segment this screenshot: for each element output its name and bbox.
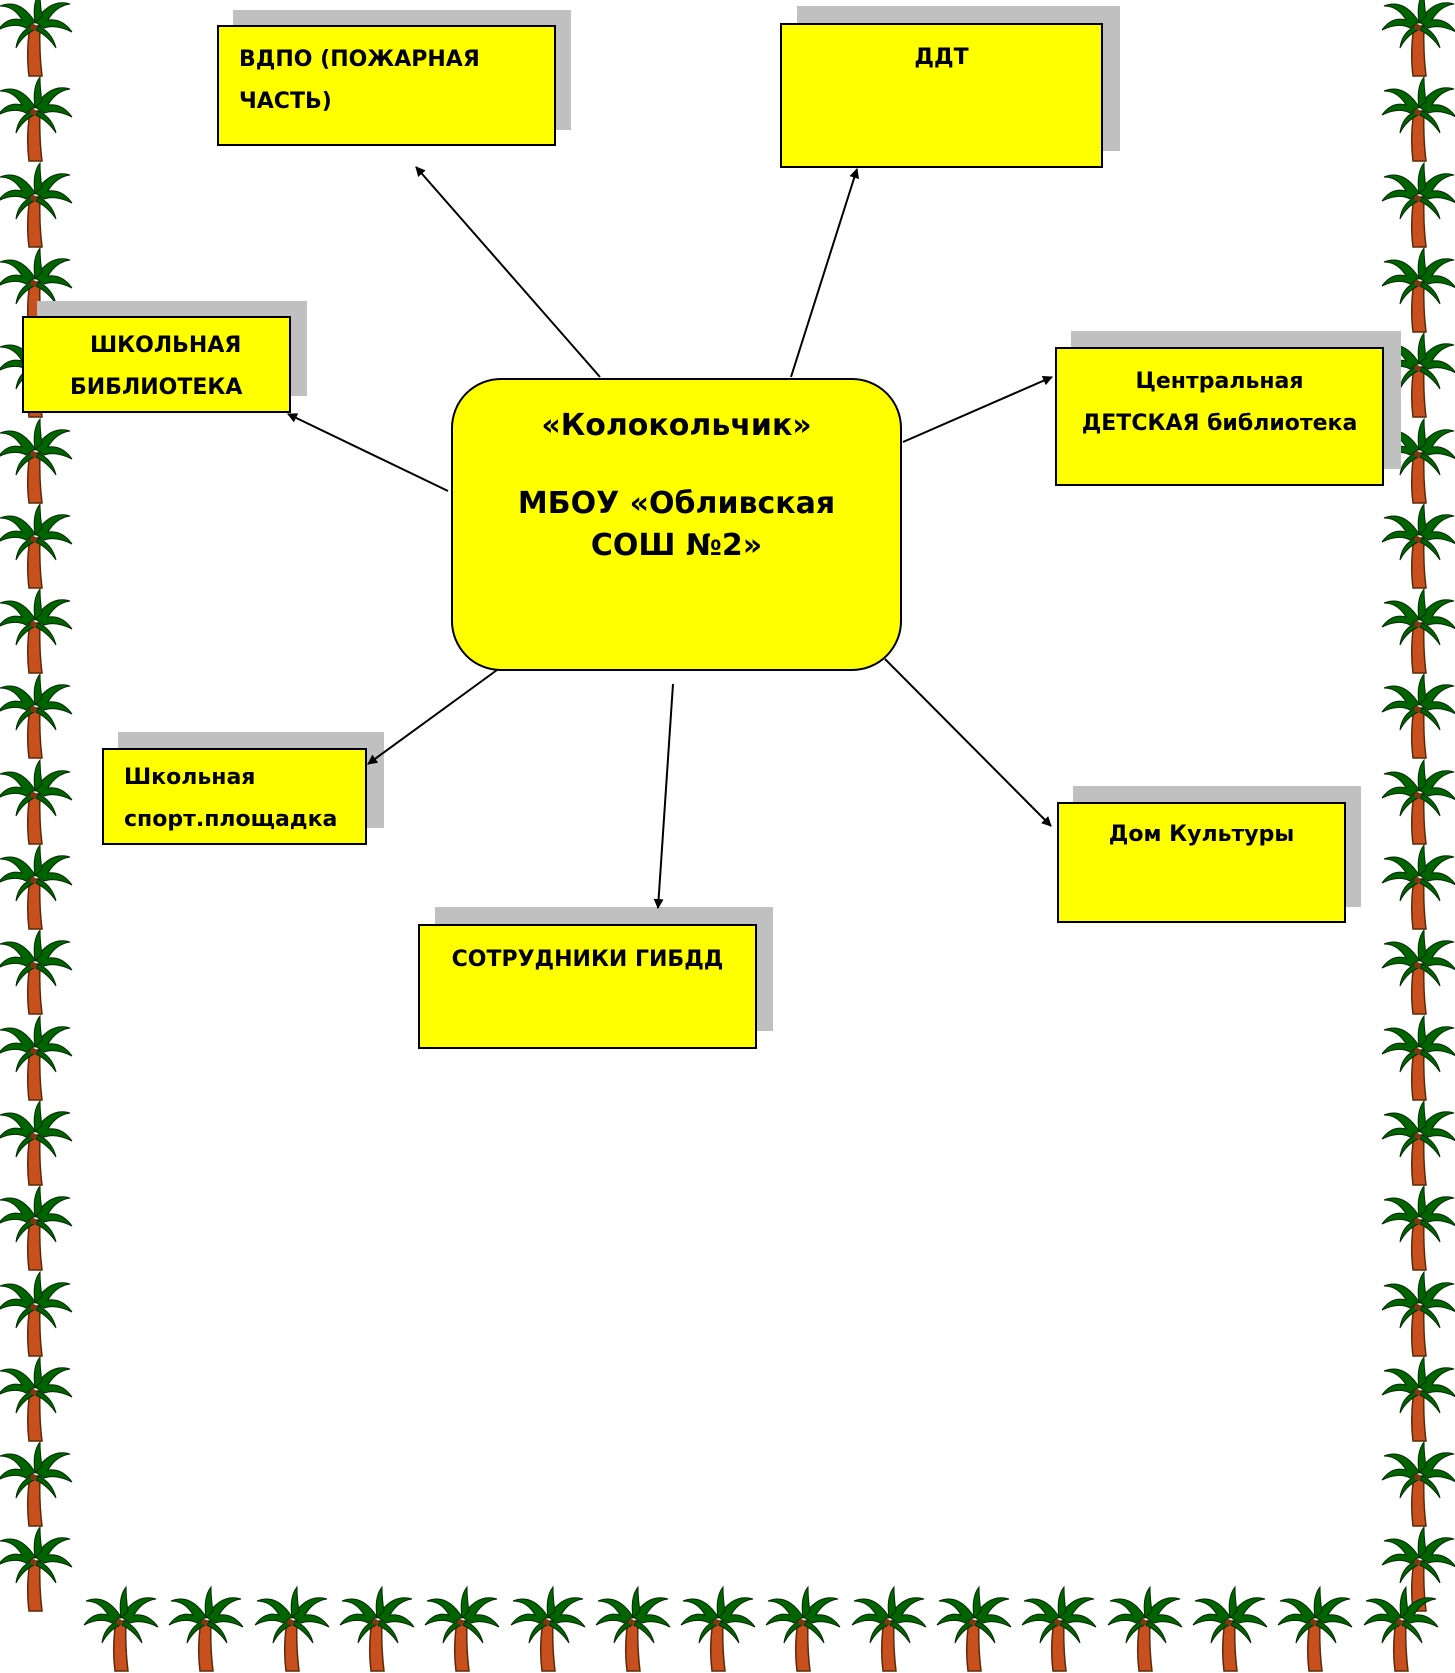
palm-tree-icon (0, 928, 73, 1016)
palm-tree-icon (0, 1014, 73, 1101)
palm-tree-icon (83, 1585, 159, 1672)
palm-tree-icon (1381, 1184, 1455, 1271)
palm-tree-icon (0, 75, 73, 163)
palm-tree-icon (424, 1585, 500, 1672)
palm-tree-icon (0, 1099, 73, 1186)
center-school-line2: СОШ №2» (590, 528, 763, 563)
palm-tree-icon (765, 1585, 841, 1672)
palm-tree-icon (1381, 758, 1455, 845)
palm-tree-icon (0, 1440, 73, 1527)
arrow-to-culture-house (884, 658, 1052, 827)
palm-tree-icon (1381, 1099, 1455, 1186)
palm-tree-icon (1381, 843, 1455, 930)
palm-tree-icon (1381, 672, 1455, 760)
palm-tree-icon (168, 1585, 244, 1672)
palm-tree-icon (1381, 502, 1455, 589)
palm-tree-icon (1381, 246, 1455, 333)
central-library-label-line2: ДЕТСКАЯ библиотека (1081, 411, 1358, 436)
palm-tree-icon (0, 1270, 73, 1357)
culture-house-box: Дом Культуры (1057, 802, 1346, 923)
arrow-to-gibdd (653, 683, 674, 909)
palm-tree-icon (1381, 1014, 1455, 1101)
palm-tree-icon (510, 1585, 585, 1672)
palm-tree-icon (0, 1184, 73, 1271)
palm-tree-icon (0, 758, 73, 845)
palm-tree-icon (1381, 587, 1455, 674)
palm-tree-icon (1021, 1585, 1097, 1672)
arrow-to-central-library (902, 376, 1053, 443)
gibdd-label: СОТРУДНИКИ ГИБДД (451, 947, 724, 972)
gibdd-box: СОТРУДНИКИ ГИБДД (418, 924, 757, 1049)
center-school-line1: МБОУ «Обливская (517, 486, 836, 521)
arrow-to-sport-ground (367, 669, 498, 765)
palm-tree-icon (0, 502, 73, 589)
palm-tree-icon (1381, 1355, 1455, 1442)
palm-tree-icon (0, 1355, 73, 1442)
palm-tree-icon (1363, 1585, 1438, 1672)
school-library-label-line1: ШКОЛЬНАЯ (90, 333, 242, 358)
palm-tree-icon (680, 1585, 756, 1672)
sport-ground-label-line2: спорт.площадка (124, 807, 338, 832)
central-library-box: Центральная ДЕТСКАЯ библиотека (1055, 347, 1384, 486)
arrow-to-school-library (287, 413, 449, 492)
school-library-box: ШКОЛЬНАЯ БИБЛИОТЕКА (22, 316, 291, 413)
ddt-label: ДДТ (914, 45, 969, 70)
palm-tree-icon (254, 1585, 330, 1672)
sport-ground-label-line1: Школьная (124, 765, 256, 790)
palm-tree-icon (0, 587, 73, 674)
palm-tree-icon (1381, 928, 1455, 1016)
palm-tree-icon (0, 161, 73, 248)
central-library-label-line1: Центральная (1135, 369, 1304, 394)
palm-tree-icon (1192, 1585, 1268, 1672)
arrow-to-ddt (790, 168, 860, 378)
palm-tree-icon (0, 0, 73, 77)
school-library-label-line2: БИБЛИОТЕКА (70, 375, 243, 400)
culture-house-label: Дом Культуры (1108, 822, 1295, 847)
palm-tree-icon (1381, 417, 1455, 504)
palm-tree-icon (0, 417, 73, 504)
palm-tree-icon (1107, 1585, 1183, 1672)
center-title: «Колокольчик» (541, 408, 812, 443)
palm-tree-icon (1381, 75, 1455, 163)
palm-tree-icon (0, 1525, 73, 1613)
palm-tree-icon (0, 672, 73, 760)
sport-ground-box: Школьная спорт.площадка (102, 748, 367, 845)
palm-tree-icon (1381, 0, 1455, 77)
palm-tree-icon (339, 1585, 415, 1672)
arrow-to-vdpo (415, 166, 601, 378)
vdpo-label-line1: ВДПО (ПОЖАРНАЯ (239, 47, 480, 72)
palm-tree-icon (595, 1585, 671, 1672)
ddt-box: ДДТ (780, 23, 1103, 168)
vdpo-box: ВДПО (ПОЖАРНАЯ ЧАСТЬ) (217, 25, 556, 146)
palm-tree-icon (0, 843, 73, 930)
palm-tree-icon (936, 1585, 1012, 1672)
palm-tree-icon (1381, 161, 1455, 248)
vdpo-label-line2: ЧАСТЬ) (239, 89, 332, 114)
palm-tree-icon (1381, 1440, 1455, 1527)
palm-tree-icon (851, 1585, 927, 1672)
palm-tree-icon (1277, 1585, 1353, 1672)
center-node: «Колокольчик» МБОУ «Обливская СОШ №2» (451, 378, 902, 671)
palm-tree-icon (1381, 1270, 1455, 1357)
